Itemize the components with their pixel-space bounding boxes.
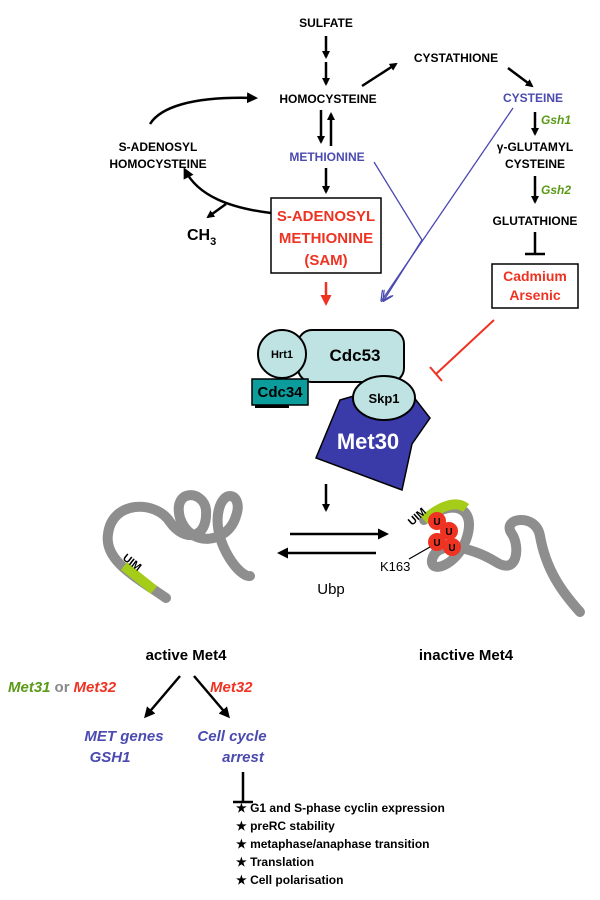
homocysteine-label: HOMOCYSTEINE [279,92,376,106]
inhibit-metals-scf-line [435,319,495,375]
effect-item-1: ★ G1 and S-phase cyclin expression [236,801,445,815]
effect-item-3: ★ metaphase/anaphase transition [236,837,429,851]
hrt1-protein [257,329,307,379]
met32-left-label: Met32 [74,679,117,696]
ubiquitin-3 [428,533,446,551]
met32-right-label: Met32 [210,679,253,696]
ubp-label: Ubp [317,581,345,598]
ubiquitin-1-label: U [433,517,440,528]
sam-label-line1: S-ADENOSYL [277,208,375,225]
arrow-cystathione-cysteine [507,67,534,88]
cdc34-label: Cdc34 [257,384,303,401]
ubiquitin-3-label: U [433,538,440,549]
arrow-methyl-release [206,202,227,219]
arrow-sah-to-homocysteine [148,92,258,125]
met30-label: Met30 [337,429,399,454]
line-methionine-scf-a [373,161,423,241]
arsenic-label: Arsenic [509,287,561,303]
ch3-label: CH3 [187,227,216,248]
cadmium-label: Cadmium [503,268,567,284]
skp1-label: Skp1 [368,391,399,406]
met31-label: Met31 [8,679,51,696]
gsh1-gene-label: GSH1 [90,749,131,766]
cysteine-label: CYSTEINE [503,91,563,105]
k163-pointer [408,546,431,560]
gamma-glutamyl-line2: CYSTEINE [505,157,565,171]
effect-item-5: ★ Cell polarisation [236,873,343,887]
inactive-met4-label: inactive Met4 [419,647,514,664]
skp1-protein [352,375,416,421]
arrow-homocysteine-cystathione [361,62,398,88]
active-met4-chain [102,490,255,603]
sah-label-line1: S-ADENOSYL [119,140,198,154]
sam-label-line2: METHIONINE [279,230,373,247]
cystathione-label: CYSTATHIONE [414,51,498,65]
arrest-label: arrest [222,749,265,766]
ubiquitin-1 [428,512,446,530]
sulfate-label: SULFATE [299,16,353,30]
ubiquitin-2-label: U [445,527,452,538]
effect-item-4: ★ Translation [236,855,314,869]
inactive-met4-uim [420,499,470,524]
arrow-active-cell-cycle [193,675,230,719]
cell-cycle-label: Cell cycle [197,728,266,745]
met-genes-label: MET genes [84,728,163,745]
cdc53-label: Cdc53 [329,346,380,365]
inhibit-metals-scf-bar [429,366,443,382]
effect-item-2: ★ preRC stability [236,819,335,833]
methionine-label: METHIONINE [289,150,364,164]
hrt1-label: Hrt1 [271,349,293,361]
line-cysteine-scf [382,107,514,300]
glutathione-label: GLUTATHIONE [493,214,578,228]
active-met4-uim [120,562,158,594]
gsh1-enzyme-label: Gsh1 [541,113,571,127]
gsh2-enzyme-label: Gsh2 [541,183,571,197]
inactive-met4-chain [419,502,585,617]
sah-label-line2: HOMOCYSTEINE [109,157,206,171]
arrow-sam-to-sah [183,167,272,215]
ubiquitin-4-label: U [448,543,455,554]
ubiquitin-4 [443,538,461,556]
sam-box [270,197,382,274]
stress-box [491,263,579,309]
or-label: or [55,679,70,696]
k163-label: K163 [380,559,410,574]
arrow-active-met-genes [144,675,181,719]
inactive-uim-label: UIM [406,506,429,528]
gamma-glutamyl-line1: γ-GLUTAMYL [497,140,573,154]
sam-label-line3: (SAM) [304,252,347,269]
active-met4-label: active Met4 [146,647,228,664]
cdc34-protein [251,378,309,406]
ubiquitin-2 [440,522,458,540]
